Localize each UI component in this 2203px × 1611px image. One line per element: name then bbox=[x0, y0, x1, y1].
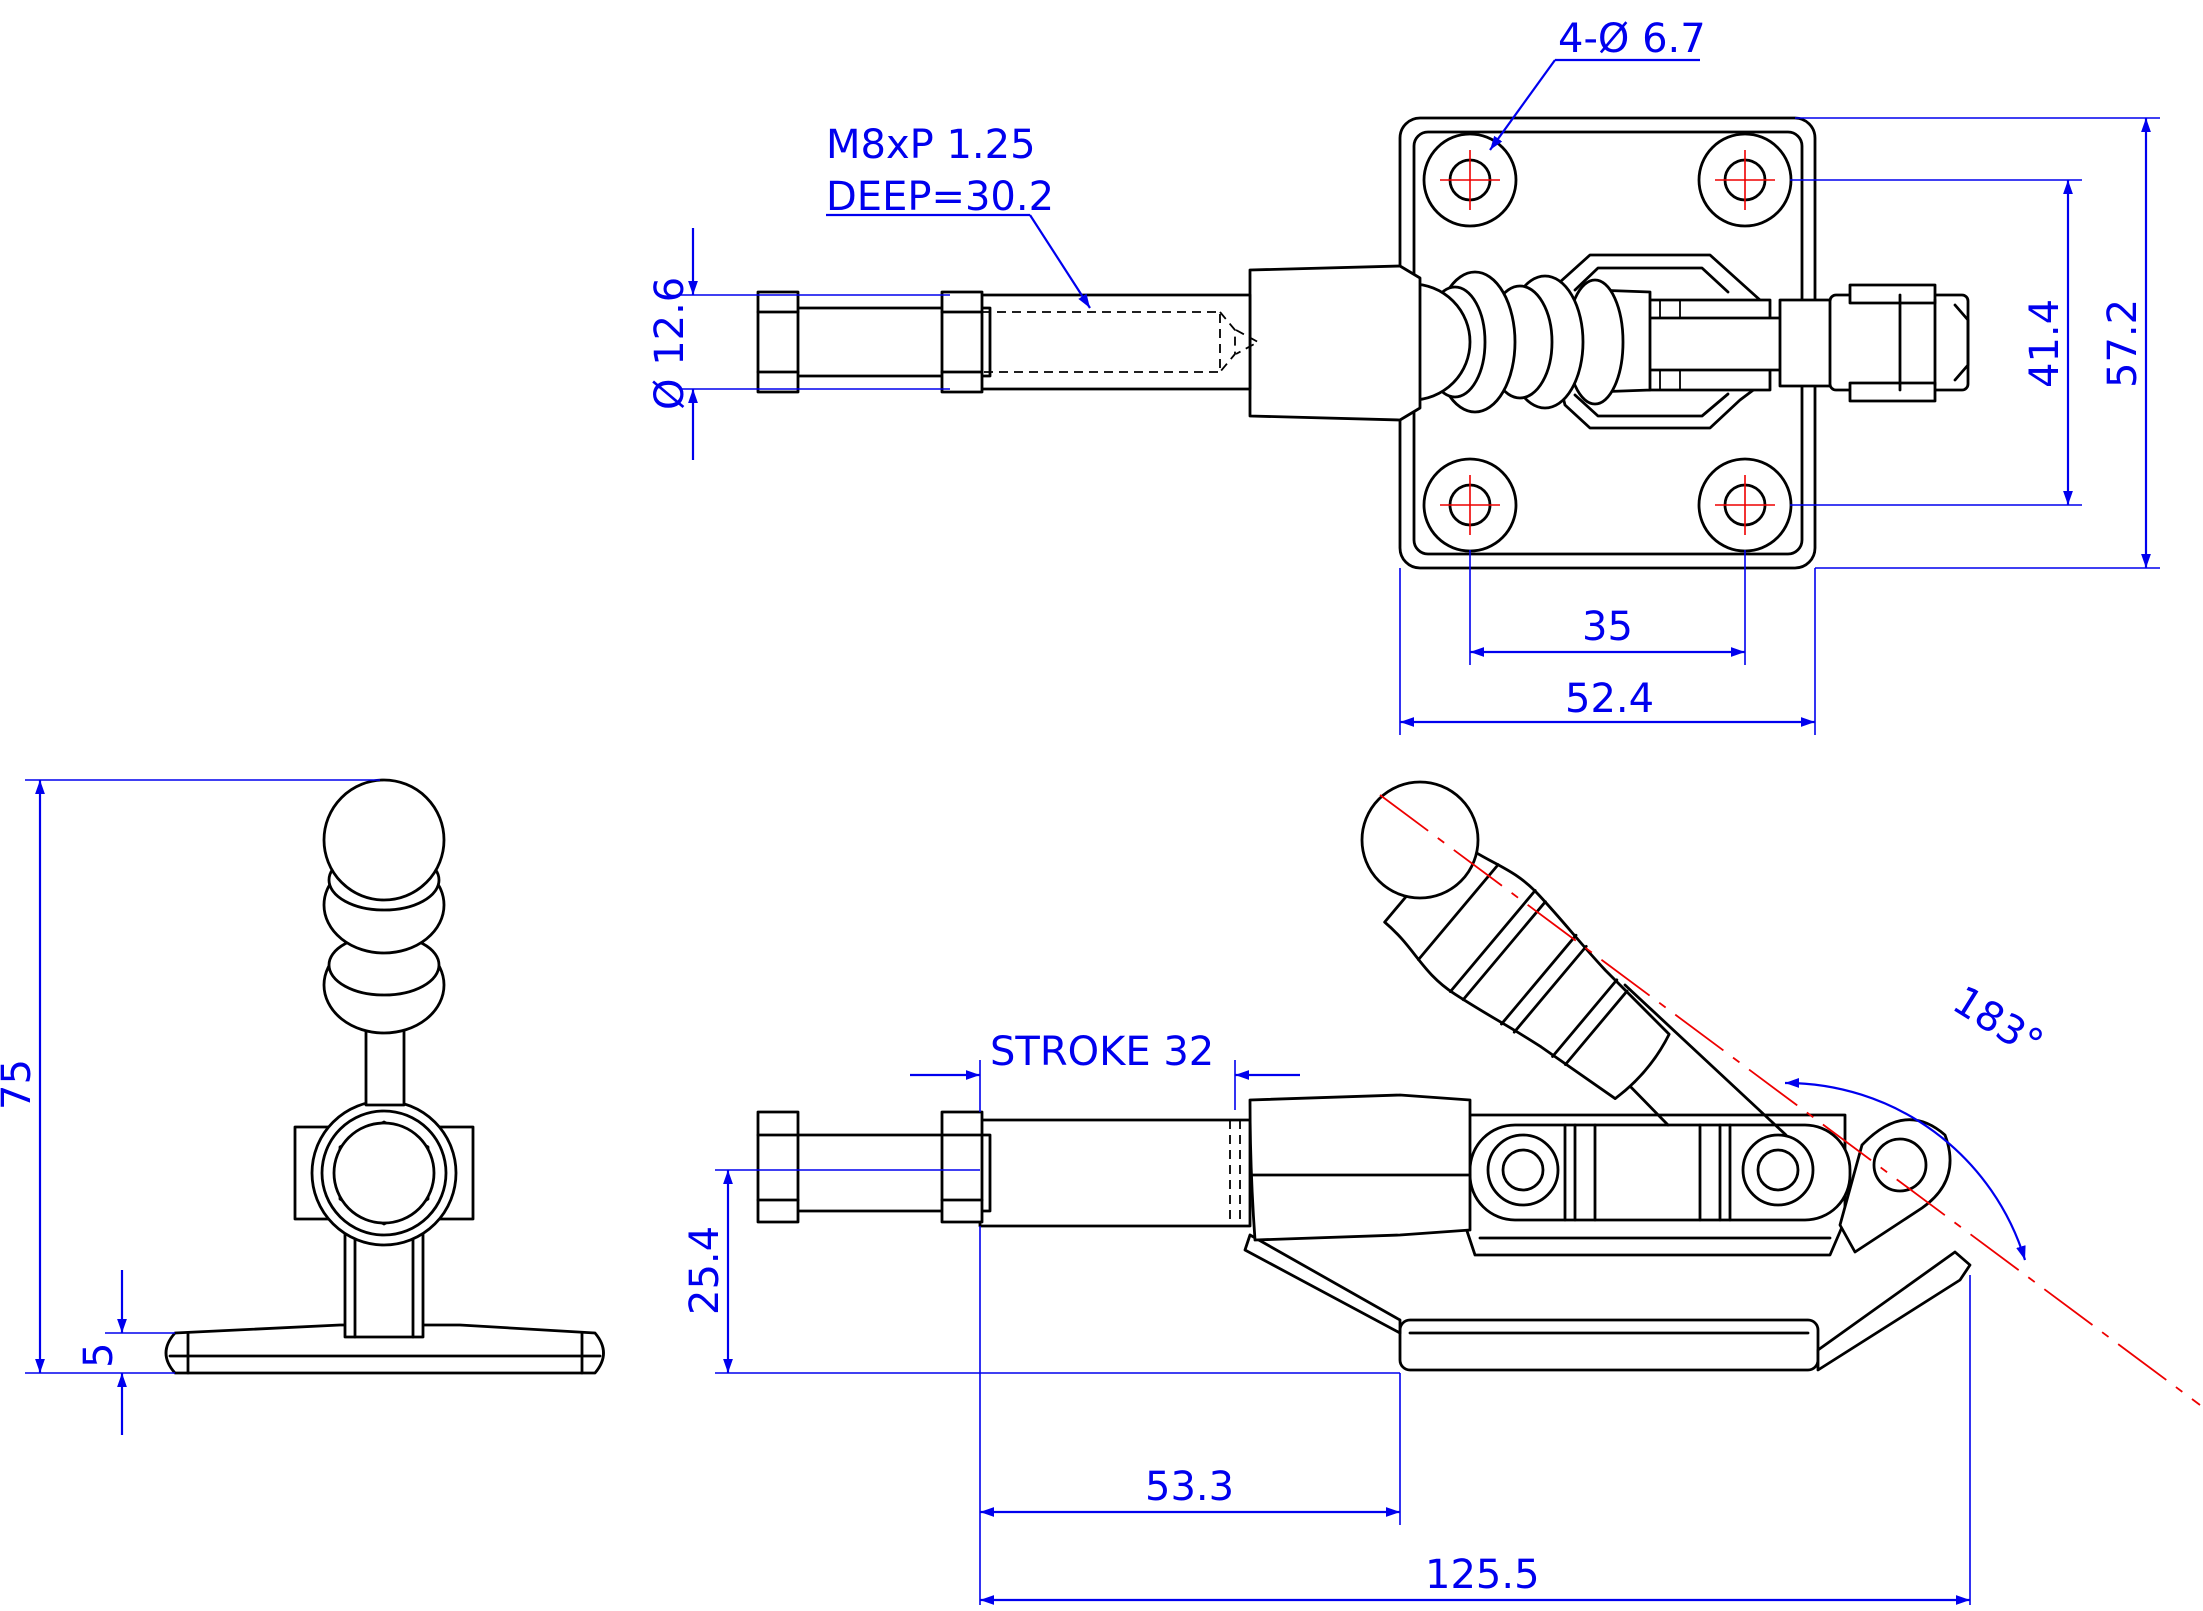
thread-size-label: M8xP 1.25 bbox=[826, 122, 1036, 168]
side-rear-pivot bbox=[1872, 1137, 1928, 1193]
base-thickness-label: 5 bbox=[76, 1343, 122, 1368]
side-rear-hex-nut bbox=[940, 1110, 984, 1224]
side-plunger-rod bbox=[978, 1118, 1252, 1228]
side-mid-pivot bbox=[1741, 1133, 1815, 1207]
side-main-housing bbox=[1248, 1093, 1472, 1242]
side-front-pivot bbox=[1486, 1133, 1560, 1207]
thread-depth-label: DEEP=30.2 bbox=[826, 174, 1054, 220]
hole-pitch-vertical-label: 41.4 bbox=[2022, 299, 2068, 388]
top-main-housing bbox=[1248, 264, 1422, 422]
side-base-plate bbox=[1398, 1318, 1820, 1372]
side-front-bracket bbox=[1243, 1233, 1402, 1335]
top-rear-hex-nut bbox=[940, 290, 984, 394]
overall-height-label: 75 bbox=[0, 1059, 40, 1110]
top-front-hex-nut bbox=[756, 290, 800, 394]
stroke-label: STROKE 32 bbox=[990, 1029, 1214, 1075]
top-view-dimensions: 4-Ø 6.7 M8xP 1.25 DEEP=30.2 Ø 12.6 41.4 … bbox=[647, 16, 2160, 735]
top-plunger-rod bbox=[978, 293, 1252, 391]
side-view-dimensions: STROKE 32 183° 25.4 53.3 125.5 bbox=[682, 977, 2051, 1605]
rod-diameter-label: Ø 12.6 bbox=[647, 277, 693, 410]
side-rear-bracket bbox=[1816, 1250, 1972, 1372]
end-view-dimensions: 75 5 bbox=[0, 779, 380, 1435]
end-neck bbox=[343, 1230, 425, 1339]
end-handle-knob bbox=[322, 778, 446, 902]
end-handle-rod bbox=[364, 1023, 406, 1107]
side-view bbox=[756, 780, 2201, 1406]
hole-pitch-horizontal-label: 35 bbox=[1582, 604, 1633, 650]
mounting-hole-top-left bbox=[1422, 132, 1518, 228]
end-base-plate bbox=[164, 1323, 605, 1375]
end-view bbox=[164, 778, 605, 1375]
end-rod-end bbox=[332, 1121, 436, 1225]
top-view bbox=[756, 116, 1970, 570]
base-height-label: 57.2 bbox=[2100, 299, 2146, 388]
side-handle-knob bbox=[1360, 780, 1480, 900]
side-handle-grip bbox=[1383, 836, 1671, 1100]
rod-height-label: 25.4 bbox=[682, 1226, 728, 1315]
side-front-hex-nut bbox=[756, 1110, 800, 1224]
overall-length-label: 125.5 bbox=[1425, 1552, 1540, 1598]
base-width-label: 52.4 bbox=[1565, 676, 1654, 722]
holes-dimension-label: 4-Ø 6.7 bbox=[1558, 16, 1706, 62]
rod-to-base-label: 53.3 bbox=[1145, 1464, 1234, 1510]
handle-angle-label: 183° bbox=[1945, 977, 2051, 1067]
